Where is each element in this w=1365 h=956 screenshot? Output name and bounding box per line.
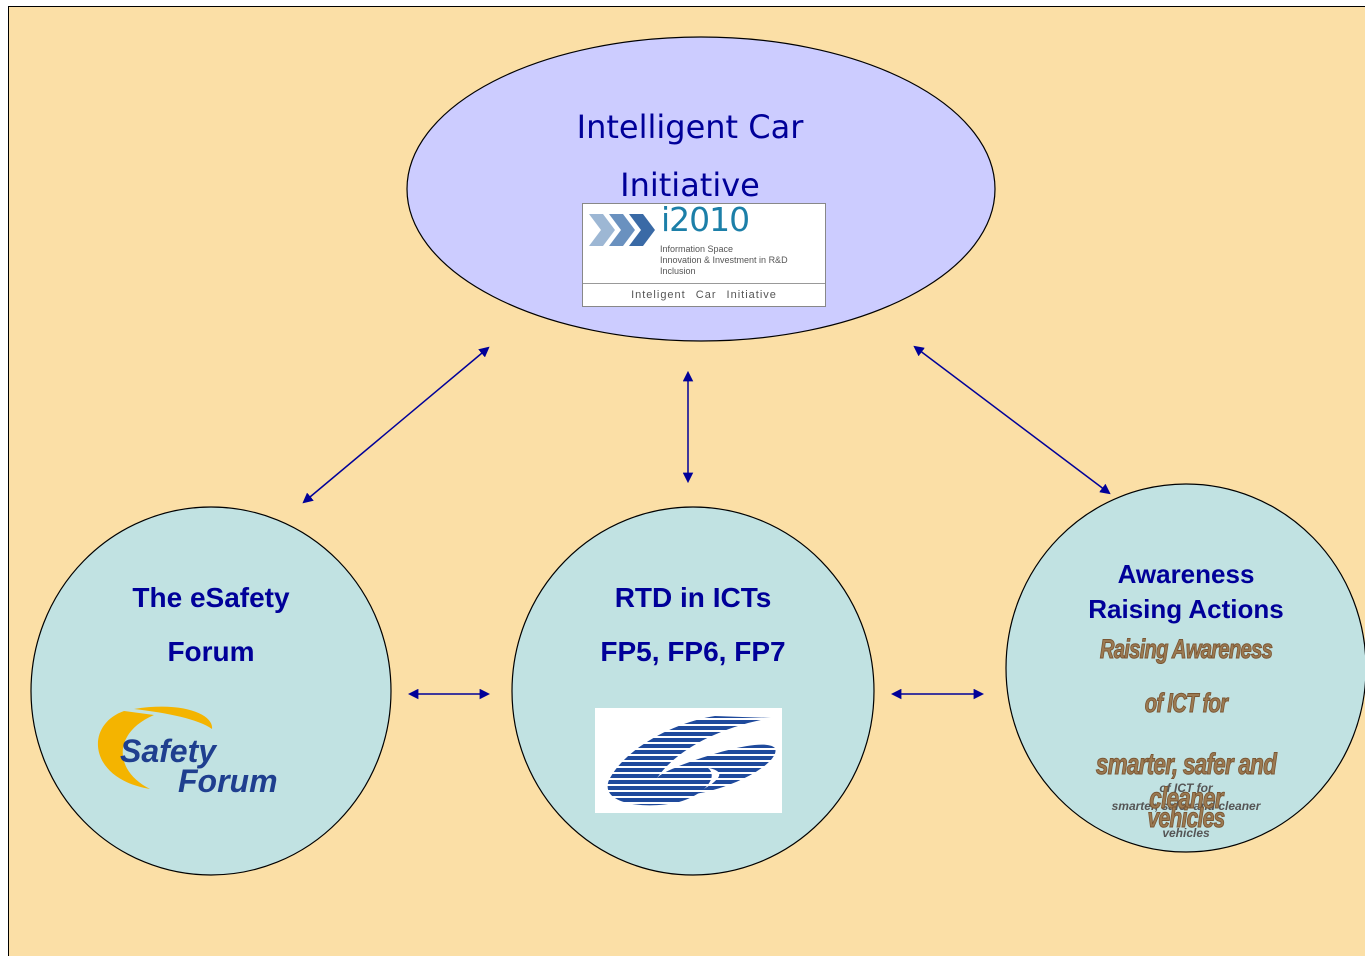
- fp6-icon: [607, 716, 776, 806]
- wordart-line-4: vehicles: [1147, 802, 1225, 834]
- i2010-bar: Inteligent Car Initiative: [583, 283, 825, 306]
- safety-word: Safety: [120, 733, 217, 769]
- right-node-title-2: Raising Actions: [1088, 594, 1284, 624]
- i2010-line-2: Innovation & Investment in R&D: [660, 255, 788, 265]
- center-node-title-2: FP5, FP6, FP7: [600, 636, 786, 667]
- chevrons-icon: [589, 214, 655, 246]
- ghost-line-3: vehicles: [1162, 826, 1210, 840]
- swoosh-icon: [97, 706, 213, 789]
- right-node-circle: [1005, 483, 1365, 853]
- center-node-title-1: RTD in ICTs: [614, 582, 772, 613]
- left-node-title-2: Forum: [167, 636, 255, 667]
- ghost-line-2: smarter, safer and cleaner: [1111, 799, 1261, 813]
- left-node-circle: [30, 506, 392, 876]
- esafety-forum-logo: Safety Forum: [94, 705, 326, 805]
- wordart-line-2: of ICT for: [1144, 688, 1228, 719]
- top-node-title: Intelligent Car Initiative: [576, 108, 804, 204]
- arrow-right-top: [913, 345, 1111, 495]
- arrow-left-top: [302, 346, 490, 504]
- forum-word: Forum: [178, 763, 278, 799]
- fp6-logo: [595, 708, 782, 813]
- top-node-ellipse: [406, 36, 996, 342]
- i2010-logo: i2010 Information Space Innovation & Inv…: [582, 200, 826, 307]
- left-node-title-1: The eSafety: [132, 582, 290, 613]
- i2010-line-1: Information Space: [660, 244, 734, 254]
- wordart-line-3: smarter, safer and cleaner: [1095, 748, 1277, 816]
- wordart-line-1: Raising Awareness: [1099, 634, 1274, 665]
- ghost-line-1: of ICT for: [1159, 781, 1213, 795]
- center-node-circle: [511, 506, 875, 876]
- i2010-wordmark: i2010: [661, 200, 750, 239]
- right-node-title-1: Awareness: [1117, 559, 1255, 589]
- i2010-line-3: Inclusion: [660, 266, 696, 274]
